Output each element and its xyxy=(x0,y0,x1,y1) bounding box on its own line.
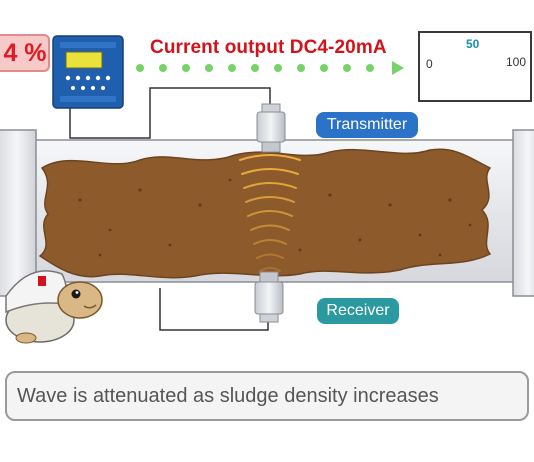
turtle-mascot-icon xyxy=(5,270,103,344)
gauge-max-label: 100 xyxy=(506,55,527,69)
caption-box: Wave is attenuated as sludge density inc… xyxy=(5,371,529,421)
caption-text: Wave is attenuated as sludge density inc… xyxy=(17,384,439,407)
current-output-label: Current output DC4-20mA xyxy=(150,37,387,58)
gauge-mid-label: 50 xyxy=(466,37,480,51)
receiver-callout: Receiver xyxy=(317,298,399,324)
signal-wiring xyxy=(69,87,271,331)
density-percent-badge: 4 % xyxy=(0,34,50,72)
analog-gauge: 0 50 100 xyxy=(418,31,532,102)
pipe-flange-left xyxy=(0,129,37,297)
gauge-min-label: 0 xyxy=(426,57,433,71)
sludge-particles xyxy=(78,178,472,257)
receiver-probe-icon xyxy=(254,271,284,323)
transmitter-probe-icon xyxy=(256,103,286,153)
signal-dots xyxy=(136,61,404,75)
transmitter-callout: Transmitter xyxy=(316,112,418,138)
monitor-device-icon xyxy=(52,35,124,109)
sludge-mass xyxy=(38,148,492,279)
ultrasonic-waves xyxy=(239,154,301,272)
pipe-flange-right xyxy=(512,129,534,297)
density-percent-value: 4 % xyxy=(3,38,47,67)
